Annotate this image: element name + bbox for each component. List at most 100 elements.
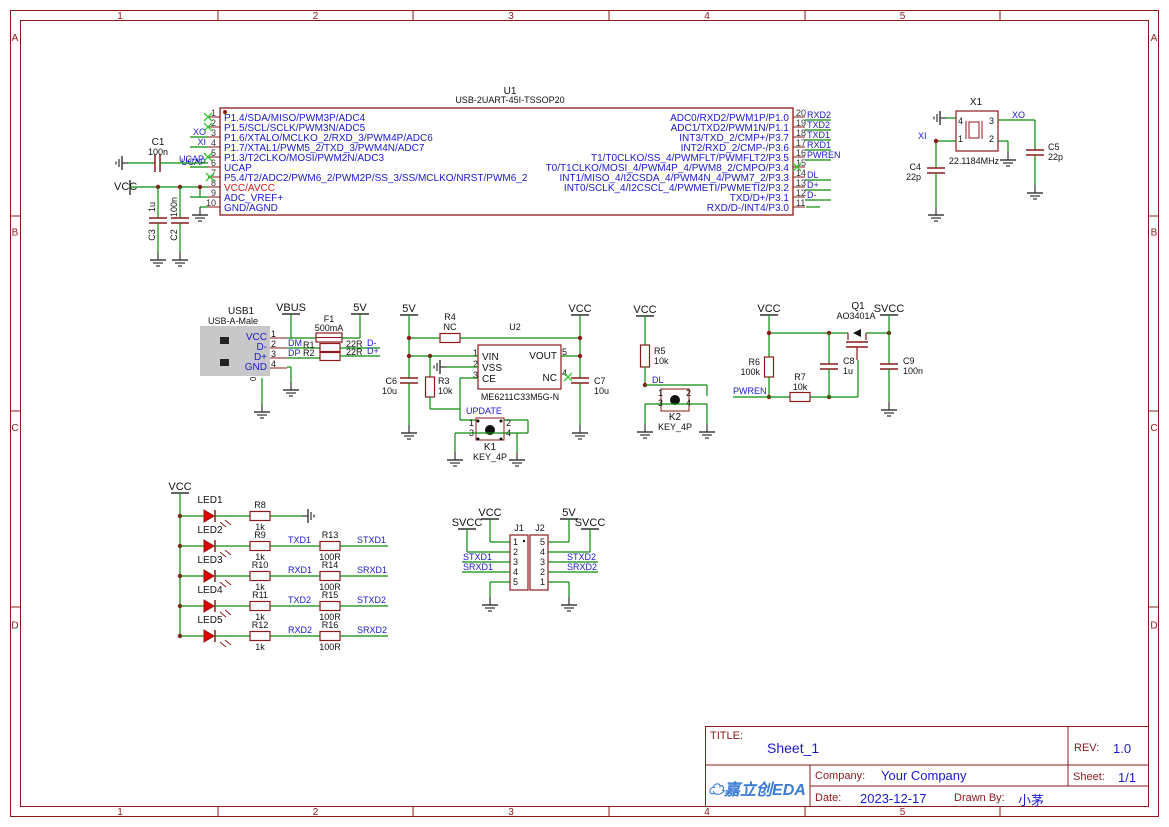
net-label: D- [807,190,817,200]
j2-ref: J2 [535,523,545,533]
j1-ref: J1 [514,523,524,533]
mosfet-arrow [853,329,861,337]
led-light-ray [219,641,227,648]
ic-body [219,107,794,216]
pin-name: ADC0/RXD2/PWM1P/P1.0 [670,113,789,124]
power-flag-label: VCC [633,304,656,316]
pin-number: 5 [562,347,567,357]
pin-number: 12 [796,188,806,198]
pin-number: 14 [796,168,806,178]
resistor-value: 1k [255,552,265,562]
j1-pin-number: 3 [513,557,518,567]
cap-value: 1u [147,202,157,212]
led-net-label: TXD2 [288,595,311,605]
row-marker: D [1150,621,1157,632]
led-ref: LED2 [197,525,222,536]
net-label: TXD2 [807,120,830,130]
resistor-symbol [319,540,341,552]
key-corner [499,437,503,441]
cloud-icon: ☁ [708,782,725,799]
title-block [705,726,1149,807]
pin-name: UCAP [224,163,252,174]
pin-name: INT1/MISO_4/I2CSDA_4/PWM4N_4/PWM7_2/P3.3 [559,173,789,184]
resistor-value: 100R [319,582,341,592]
resistor-symbol [424,376,436,398]
crystal-body [955,110,999,152]
net-label: RXD2 [807,110,831,120]
c9-value: 100n [903,366,923,376]
r3-ref: R3 [438,376,450,386]
c7-ref: C7 [594,376,606,386]
led-light-ray [219,521,227,528]
dl-net-label: DL [652,375,664,385]
no-connect-mark [792,162,802,172]
led-light-ray [224,519,232,526]
no-connect-mark [205,172,215,182]
stxd2-net-label: STXD2 [567,552,596,562]
pin-number: 19 [796,118,806,128]
resistor-symbol [249,630,271,642]
c8-ref: C8 [843,356,855,366]
j1-pin-number: 4 [513,567,518,577]
inner-border [20,20,1149,807]
pin-name: INT2/RXD_2/CMP-/P3.6 [681,143,790,154]
no-connect-mark [203,112,213,122]
k1-value: KEY_4P [473,452,507,462]
usb-part: USB-A-Male [208,316,258,326]
key-button [670,395,680,405]
title-label: TITLE: [710,730,744,742]
c5-ref: C5 [1048,142,1060,152]
cap-ref: C3 [147,229,157,241]
resistor-symbol [639,344,651,368]
power-flag-label: VCC [478,507,501,519]
led-ref: LED1 [197,495,222,506]
cap-ref: C2 [169,229,179,241]
pin-name: GND/AGND [224,203,278,214]
pin-name: VCC/AVCC [224,183,275,194]
power-flag-label: SVCC [452,517,483,529]
row-marker: C [11,423,18,434]
led-symbol [203,569,215,583]
resistor-ref: R11 [252,590,268,600]
usb-pin-name: D+ [254,352,267,363]
pin-number: 2 [211,118,216,128]
ldo-regulator-section[interactable]: 5VVCCR4NCU2VINVSSCEVOUTNC12354ME6211C33M… [382,303,609,467]
usb-pin-name: VCC [246,332,267,343]
r6-value: 100k [740,367,760,377]
usb-body [200,326,270,376]
net-label: XO [193,127,206,137]
resistor-symbol [249,540,271,552]
c1-ref: C1 [152,137,165,148]
u1-ref: U1 [504,86,517,97]
net-label: RXD1 [807,140,831,150]
resistor-symbol [439,332,461,344]
r6-ref: R6 [748,357,760,367]
vss-pin: VSS [482,363,502,374]
junction-dot [577,353,583,359]
vcc-label: VCC [114,181,137,193]
u2-part: ME6211C33M5G-N [481,392,559,402]
row-marker: D [11,621,18,632]
resistor-value: 1k [255,582,265,592]
led-net-label: STXD1 [357,535,386,545]
column-marker: 3 [508,11,514,22]
resistor-symbol [763,356,775,378]
pin-number: 1 [658,388,663,398]
f1-value: 500mA [315,323,344,333]
power-flag-label: SVCC [874,303,905,315]
pin-name: P1.7/XTAL1/PWM5_2/TXD_3/PWM4N/ADC7 [224,143,425,154]
usb-contact [220,359,229,366]
led-ref: LED4 [197,585,222,596]
pin-name: RXD/D-/INT4/P3.0 [707,203,790,214]
pin-number: 2 [506,418,511,428]
usb-contact [220,337,229,344]
